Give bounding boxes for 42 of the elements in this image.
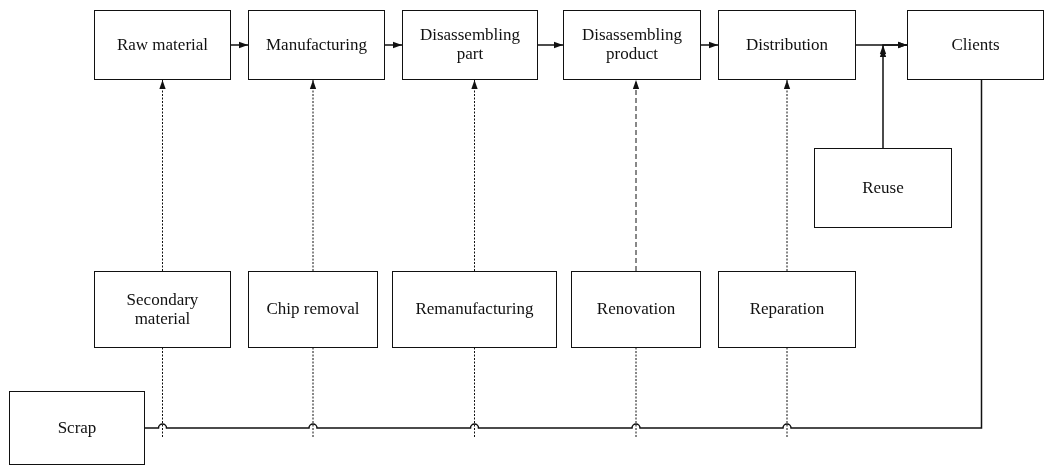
box-label: Secondary material [125, 290, 200, 329]
box-label: Clients [951, 35, 1000, 55]
connector-line [635, 347, 637, 438]
process-box [94, 10, 231, 80]
process-box [814, 148, 952, 228]
connector-line [144, 79, 983, 429]
process-box [94, 271, 231, 348]
box-label: Distribution [745, 35, 829, 55]
box-label: Disassembling part [418, 26, 522, 64]
arrow [384, 41, 403, 49]
process-box [248, 271, 378, 348]
connector-line [162, 347, 163, 438]
process-box [907, 10, 1044, 80]
arrow [880, 41, 908, 149]
process-box [248, 10, 385, 80]
box-label: Renovation [596, 300, 676, 319]
process-box [718, 271, 856, 348]
box-label: Reuse [862, 178, 904, 198]
arrow [159, 79, 166, 272]
process-box [571, 271, 701, 348]
box-label: Scrap [57, 418, 97, 438]
connector-line [786, 347, 788, 438]
arrow [230, 41, 249, 49]
arrow [309, 79, 317, 272]
arrow [471, 79, 478, 272]
box-label: Disassembling product [580, 26, 684, 64]
box-label: Raw material [116, 35, 209, 55]
box-label: Reparation [749, 300, 825, 319]
process-box [9, 391, 145, 465]
process-box [563, 10, 701, 80]
connector-line [312, 347, 314, 438]
box-label: Chip removal [266, 300, 360, 319]
connector-line [474, 347, 475, 438]
arrow [632, 79, 640, 272]
box-label: Remanufacturing [415, 300, 534, 319]
process-box [718, 10, 856, 80]
process-box [392, 271, 557, 348]
arrow [783, 79, 791, 272]
box-label: Manufacturing [266, 35, 367, 55]
arrow [700, 41, 719, 49]
process-box [402, 10, 538, 80]
arrow [537, 41, 564, 49]
